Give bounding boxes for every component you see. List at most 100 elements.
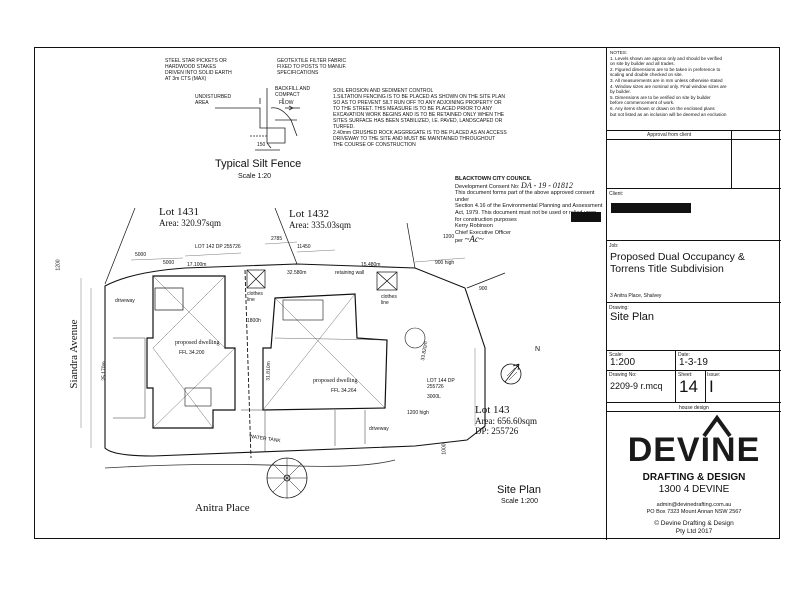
note-item: 4. Window sizes are nominal only. Final … xyxy=(610,83,727,89)
erosion-line: SITES SURFACE HAS BEEN STABILIZED, I.E. … xyxy=(333,118,503,124)
dim-label: 3000L xyxy=(427,394,441,400)
job-address: 3 Anitra Place, Shalvey xyxy=(610,293,662,299)
dim-label: 11450 xyxy=(297,244,311,250)
drawing-row: Drawing: Site Plan xyxy=(607,302,781,350)
dim-label: 2785 xyxy=(271,236,283,242)
subdivision-line xyxy=(244,269,252,459)
client-label: Client: xyxy=(609,191,624,197)
council-line: for construction purposes xyxy=(455,216,517,223)
dim-label: 25.170m xyxy=(101,361,108,381)
lot-1432-area: Area: 335.03sqm xyxy=(289,220,351,230)
retaining-wall-label: retaining wall xyxy=(335,270,365,276)
approval-label: Approval from client xyxy=(647,132,692,138)
erosion-line: DRIVEWAY TO THE SITE AND MUST BE MAINTAI… xyxy=(333,136,496,142)
note-item: by builder. xyxy=(610,89,631,95)
signature-mark: ~Ac~ xyxy=(464,234,484,245)
street-anitra-place: Anitra Place xyxy=(195,502,250,514)
client-redaction xyxy=(611,203,691,213)
council-per-row: per ~Ac~ xyxy=(455,234,605,245)
brand-roof-icon xyxy=(702,414,732,438)
redaction-mark xyxy=(571,212,601,222)
issue-value: I xyxy=(709,377,714,396)
erosion-heading: SOIL EROSION AND SEDIMENT CONTROL xyxy=(333,88,434,94)
dim-label: 900 high xyxy=(435,260,455,266)
site-boundary xyxy=(104,207,506,457)
approval-row: Approval from client xyxy=(607,130,781,189)
dim-label: 1800h xyxy=(247,318,261,324)
council-officer-title: Chief Executive Officer xyxy=(455,229,511,236)
erosion-line: TO THE STREET. THIS MEASURE IS TO BE PLA… xyxy=(333,106,493,112)
date-label: Date: xyxy=(678,352,690,358)
issue-label: Issue: xyxy=(707,372,721,378)
clothesline-label-2: clothes line xyxy=(381,294,397,306)
lot-143-dp: DP: 255726 xyxy=(475,426,519,436)
job-row: Job: Proposed Dual Occupancy & Torrens T… xyxy=(607,240,781,302)
job-value: Proposed Dual Occupancy & Torrens Title … xyxy=(610,251,745,275)
note-item: 6. Any items shown or drawn on the enclo… xyxy=(610,105,715,111)
drawing-no-value: 2209-9 r.mcq xyxy=(610,381,663,391)
notes-heading: NOTES: xyxy=(610,50,628,55)
driveway-label-1: driveway xyxy=(115,298,135,304)
council-officer: Kerry Robinson xyxy=(455,223,493,230)
silt-fence-backfill-label: BACKFILL AND COMPACT xyxy=(275,86,311,98)
erosion-line: SO AS TO PREVENT SILT RUN OFF TO ANY ADJ… xyxy=(333,100,502,106)
dim-label: 1200 high xyxy=(407,410,429,416)
erosion-line: 1.SILTATION FENCING IS TO BE PLACED AS S… xyxy=(333,94,505,100)
dim-label: 900 xyxy=(479,286,488,292)
job-label: Job: xyxy=(609,243,619,249)
note-item: 5. Dimensions are to be verified on site… xyxy=(610,94,711,100)
lot-143-area: Area: 656.60sqm xyxy=(475,416,537,426)
brand-copyright: © Devine Drafting & Design xyxy=(654,520,734,527)
dwelling-1 xyxy=(146,275,236,429)
client-row: Client: xyxy=(607,188,781,240)
dim-label: 1000 xyxy=(441,443,448,455)
scale-value: 1:200 xyxy=(610,357,636,368)
silt-fence-title: Typical Silt Fence xyxy=(215,158,302,170)
drawing-no-label: Drawing No: xyxy=(609,372,637,378)
tree-symbol xyxy=(266,327,426,499)
kerb-line xyxy=(104,459,396,469)
date-value: 1-3-19 xyxy=(679,357,708,368)
note-item: 2. Figured dimensions are to be taken in… xyxy=(610,66,721,72)
lot-1432-label: Lot 1432 xyxy=(289,208,330,220)
silt-fence-scale: Scale 1:20 xyxy=(238,173,272,180)
erosion-notes: SOIL EROSION AND SEDIMENT CONTROL 1.SILT… xyxy=(333,88,603,148)
consent-number: DA - 19 - 01812 xyxy=(521,180,573,190)
brand-address: PO Box 7323 Mount Annan NSW 2567 xyxy=(646,509,742,515)
lot-143-label: Lot 143 xyxy=(475,404,510,416)
note-item: on site by builder and all trades. xyxy=(610,61,675,67)
clothes-lines xyxy=(246,269,398,291)
erosion-line: THE COURSE OF CONSTRUCTION xyxy=(333,142,416,148)
silt-fence-dim-label: 150 xyxy=(257,142,266,148)
dim-label: 1200 xyxy=(55,259,62,271)
clothesline-label-1: clothes line xyxy=(247,291,263,303)
dim-label: 15.480m xyxy=(361,262,381,268)
drawing-label: Drawing: xyxy=(609,305,629,311)
dim-label: 17.100m xyxy=(187,262,207,268)
note-item: before commencement of work. xyxy=(610,100,675,106)
dimension-lines xyxy=(80,241,476,448)
erosion-line: EXCAVATION WORK BEGINS AND IS TO BE RETA… xyxy=(333,112,505,118)
council-stamp: BLACKTOWN CITY COUNCIL Development Conse… xyxy=(455,176,605,245)
north-label: N xyxy=(535,346,541,353)
notes-section: NOTES: 1. Levels shown are approx only a… xyxy=(610,50,780,117)
dim-label: 1200 xyxy=(443,234,455,240)
consent-label: Development Consent No: xyxy=(455,183,520,190)
dwelling-2 xyxy=(262,293,388,411)
street-siandra-avenue: Siandra Avenue xyxy=(68,319,80,389)
site-plan-title: Site Plan xyxy=(497,484,542,496)
council-line: This document forms part of the above ap… xyxy=(455,190,595,203)
silt-fence-flow-label: FLOW xyxy=(279,100,294,106)
sheet-value: 14 xyxy=(679,377,698,396)
silt-fence-fabric-label: GEOTEXTILE FILTER FABRIC FIXED TO POSTS … xyxy=(277,58,347,76)
driveway-label-2: driveway xyxy=(369,426,389,432)
dwelling-1-ffl: FFL 34.200 xyxy=(179,350,205,356)
lot-142-label: LOT 142 DP 255726 xyxy=(195,244,241,250)
site-plan-scale: Scale 1:200 xyxy=(501,498,538,505)
consent-row: Development Consent No: DA - 19 - 01812 xyxy=(455,180,605,191)
council-line: Act, 1979. This document must not be use… xyxy=(455,209,597,216)
brand-tagline: DRAFTING & DESIGN xyxy=(642,472,746,483)
council-line: Section 4.16 of the Environmental Planni… xyxy=(455,203,603,210)
house-design-label: house design xyxy=(679,405,709,411)
dwelling-2-label: proposed dwelling xyxy=(313,378,358,384)
